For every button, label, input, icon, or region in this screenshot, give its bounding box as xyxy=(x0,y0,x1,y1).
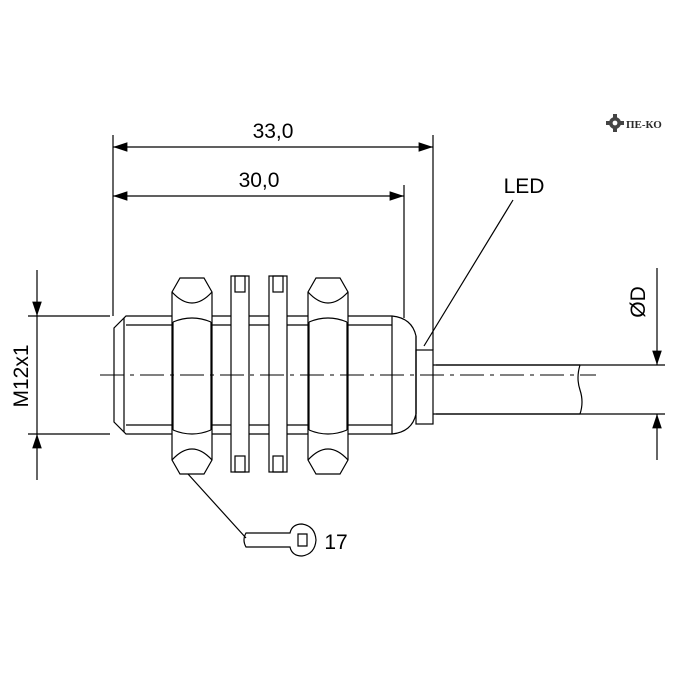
hex-nut-left xyxy=(171,277,213,475)
led-end-cap xyxy=(415,349,434,425)
toothed-washer-left xyxy=(230,275,250,473)
wrench-icon xyxy=(243,523,317,557)
toothed-washer-right xyxy=(268,275,288,473)
company-logo: ПЕ-КО xyxy=(606,114,662,132)
thread-size-label: M12x1 xyxy=(10,344,33,407)
wrench-size-label: 17 xyxy=(324,531,347,554)
overall-length-label: 33,0 xyxy=(253,120,294,143)
wrench-leader-line xyxy=(187,473,247,539)
logo-text: ПЕ-КО xyxy=(626,119,662,131)
cable xyxy=(433,364,583,415)
gear-icon xyxy=(606,114,624,132)
thread-length-label: 30,0 xyxy=(239,169,280,192)
led-leader-line xyxy=(423,199,514,347)
led-label: LED xyxy=(504,175,545,198)
cable-diameter-label: ØD xyxy=(627,286,650,318)
hex-nut-right xyxy=(307,277,349,475)
